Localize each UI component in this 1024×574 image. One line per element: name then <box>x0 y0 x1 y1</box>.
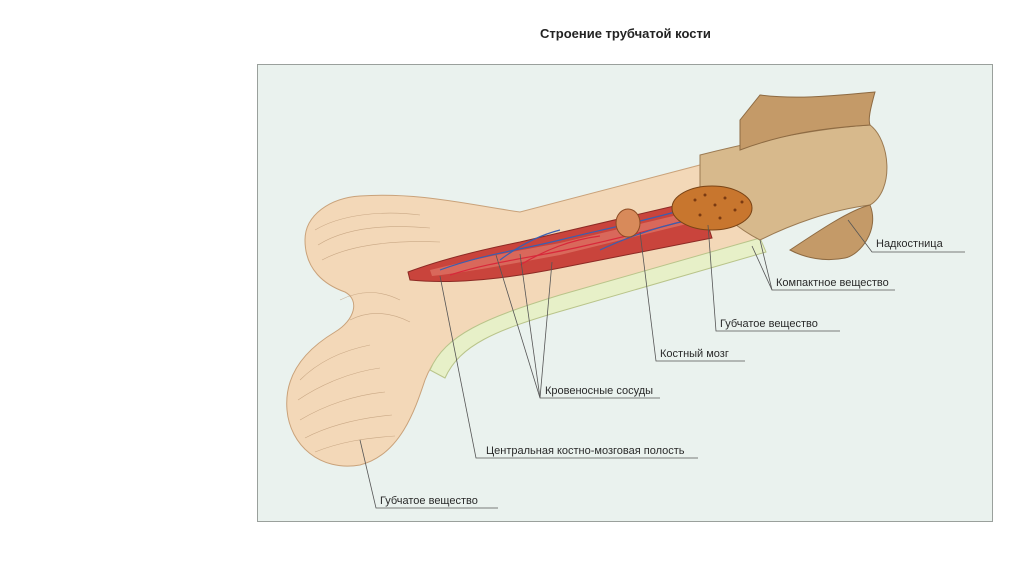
label-cavity: Центральная костно-мозговая полость <box>486 445 685 457</box>
label-compact: Компактное вещество <box>776 277 889 289</box>
label-marrow: Костный мозг <box>660 348 729 360</box>
label-spongy-lower: Губчатое вещество <box>380 495 478 507</box>
spongy-cylinder <box>672 186 752 230</box>
label-vessels: Кровеносные сосуды <box>545 385 653 397</box>
label-spongy-upper: Губчатое вещество <box>720 318 818 330</box>
marrow-cut-end <box>616 209 640 237</box>
label-periosteum: Надкостница <box>876 238 944 250</box>
